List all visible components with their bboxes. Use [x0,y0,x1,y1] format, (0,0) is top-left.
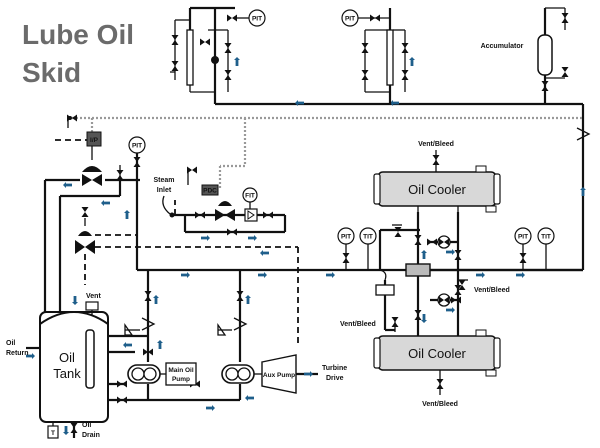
pit-label-top-left: PIT [252,16,262,23]
title-line-1: Lube Oil [22,19,134,50]
oil-return-label-2: Return [6,350,29,357]
vent-bleed-mid: Vent/Bleed Vent/Bleed [340,279,510,332]
vent-bleed-bottom-label: Vent/Bleed [422,401,458,408]
svg-text:TIT: TIT [541,234,551,241]
title-line-2: Skid [22,57,81,88]
t-box-label: T [51,430,55,437]
accumulator: Accumulator [481,7,569,104]
accumulator-label: Accumulator [481,43,524,50]
oil-cooler-top: Oil Cooler Vent/Bleed [373,141,501,213]
main-pump-label-1: Main Oil [168,367,193,374]
top-left-filter-assembly: PIT [170,6,266,104]
pump-lines [108,270,251,411]
svg-text:PIT: PIT [518,234,528,241]
svg-text:TIT: TIT [363,234,373,241]
ip-label: I/P [90,137,99,144]
main-oil-pump: Main Oil Pump [127,362,197,386]
oil-tank: Oil Tank Vent Oil Return Oil Drain T [6,293,109,439]
turbine-drive-label-2: Drive [326,375,344,382]
oil-return-label-1: Oil [6,340,15,347]
tank-label-1: Oil [59,350,75,365]
pit-label-top-middle: PIT [345,16,355,23]
turbine-drive-label-1: Turbine [322,365,347,372]
pit-tit-cooler-inlet: PIT TIT [337,224,402,270]
steam-inlet-label-2: Inlet [157,187,172,194]
oil-cooler-bottom-label: Oil Cooler [408,346,466,361]
aux-oil-pump: Aux Pump Turbine Drive [221,354,347,394]
cooler-manifold [375,212,583,340]
oil-cooler-top-label: Oil Cooler [408,182,466,197]
oil-drain-label-1: Oil [82,422,91,429]
fit-label: FIT [245,193,255,200]
tank-label-2: Tank [53,366,81,381]
vent-label: Vent [86,293,101,300]
aux-pump-label: Aux Pump [263,372,295,379]
steam-inlet-section: Steam Inlet FIT PDC [153,166,287,241]
bypass-control-valve [75,207,299,345]
pressure-control-valve: I/P [55,114,124,186]
oil-drain-label-2: Drain [82,432,100,439]
svg-text:PIT: PIT [341,234,351,241]
top-middle-filter-assembly: PIT [341,8,415,104]
pdc-label: PDC [203,188,217,195]
vent-bleed-mid-label: Vent/Bleed [474,287,510,294]
vent-bleed-top-label: Vent/Bleed [418,141,454,148]
check-valve-right [576,127,591,141]
main-pump-label-2: Pump [172,376,190,383]
pit-tit-cooler-outlet: PIT TIT [514,227,555,270]
svg-text:PIT: PIT [132,143,142,150]
steam-header [68,116,583,190]
steam-inlet-label-1: Steam [153,177,174,184]
vent-bleed-left-label: Vent/Bleed [340,321,376,328]
oil-cooler-bottom: Oil Cooler Vent/Bleed [373,325,501,408]
pit-left: PIT [128,136,146,167]
